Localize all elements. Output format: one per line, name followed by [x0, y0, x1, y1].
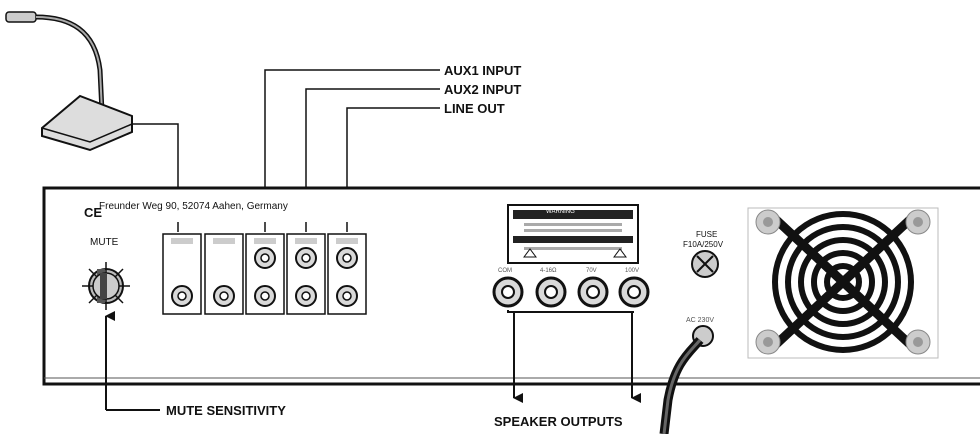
aux2-callout-line	[305, 88, 440, 222]
speaker-terminal-100v	[618, 276, 650, 308]
speaker-terminal-4-16	[535, 276, 567, 308]
speaker-terminal-label-4-16: 4-16Ω	[540, 268, 557, 274]
speaker-bus-line	[507, 310, 634, 313]
mute-knob-icon[interactable]	[82, 262, 130, 310]
warning-title: WARNING	[546, 209, 575, 215]
ce-mark: CE	[84, 205, 102, 220]
aux2-input-label: AUX2 INPUT	[444, 82, 522, 97]
speaker-terminal-com	[492, 276, 524, 308]
speaker-terminal-label-100v: 100V	[625, 268, 640, 274]
aux1-callout-line	[264, 69, 440, 222]
input-module-mic2	[204, 233, 244, 315]
speaker-terminal-label-70v: 70V	[586, 268, 597, 274]
aux1-input-label: AUX1 INPUT	[444, 63, 522, 78]
speaker-outputs-label: SPEAKER OUTPUTS	[494, 414, 623, 429]
input-module-aux2	[286, 222, 326, 315]
fuse-rating-label: F10A/250V	[683, 240, 724, 249]
output-module-line-out	[327, 222, 367, 315]
fuse-holder-icon	[691, 250, 719, 278]
line-out-callout-line	[346, 107, 440, 222]
power-cable-icon	[659, 325, 714, 434]
input-module-aux1	[245, 222, 285, 315]
mute-label: MUTE	[90, 237, 119, 248]
manufacturer-address: Freunder Weg 90, 52074 Aahen, Germany	[99, 201, 288, 212]
microphone-icon	[5, 11, 133, 152]
ac-inlet-label: AC 230V	[686, 317, 715, 324]
line-out-label: LINE OUT	[444, 101, 505, 116]
mute-sensitivity-label: MUTE SENSITIVITY	[166, 403, 286, 418]
speaker-terminal-70v	[577, 276, 609, 308]
input-module-mic1	[162, 222, 202, 315]
fuse-label: FUSE	[696, 230, 718, 239]
warning-label	[507, 204, 639, 264]
speaker-terminal-label-com: COM	[498, 268, 512, 274]
cooling-fan-icon	[747, 207, 939, 359]
